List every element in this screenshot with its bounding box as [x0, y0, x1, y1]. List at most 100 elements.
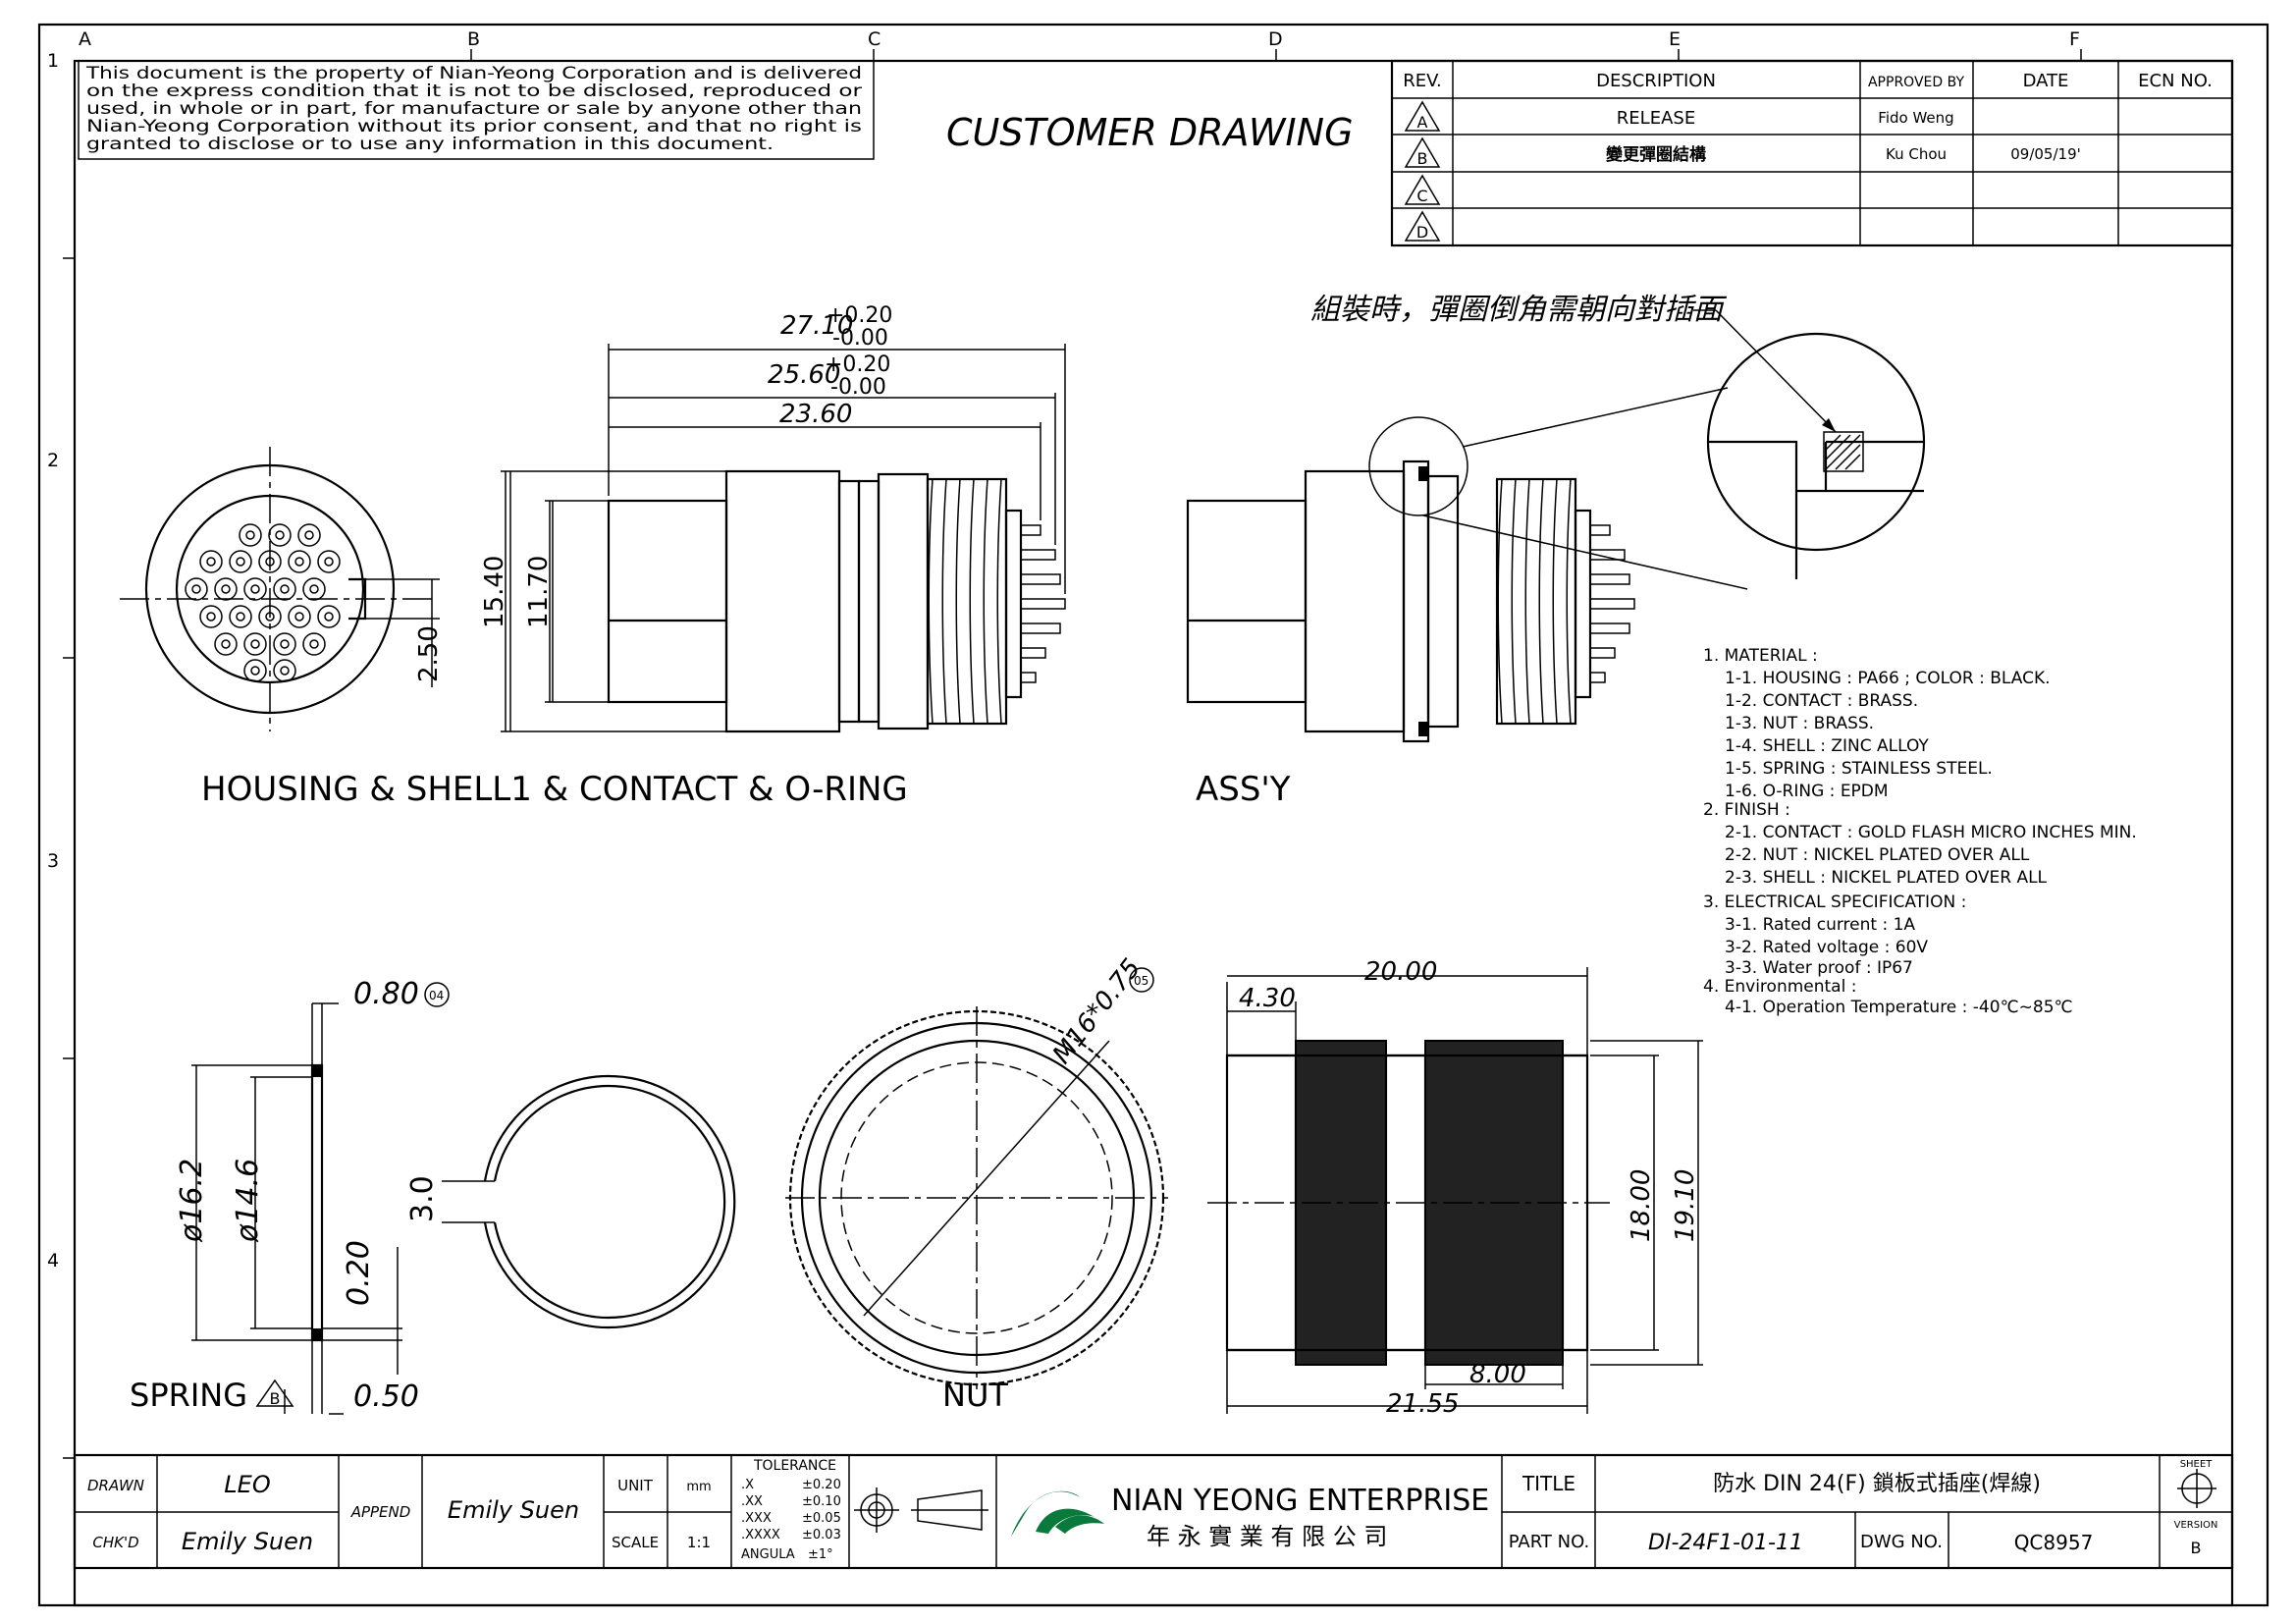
dim-nut-step: 4.30	[1239, 984, 1296, 1013]
tol-key: .XX	[741, 1494, 763, 1509]
spring-section-view	[191, 967, 1154, 1415]
append-value: Emily Suen	[448, 1496, 579, 1524]
col-letter-f: F	[2069, 28, 2080, 50]
col-letter-a: A	[79, 28, 91, 50]
tol-key: .XXXX	[741, 1528, 780, 1542]
col-letter-b: B	[467, 28, 480, 50]
chkd-value: Emily Suen	[182, 1528, 313, 1555]
tol-val: ±0.20	[802, 1478, 841, 1492]
drawing-type-title: CUSTOMER DRAWING	[946, 111, 1354, 154]
unit-label: UNIT	[617, 1477, 654, 1494]
housing-side-view	[501, 469, 1066, 733]
dim-d1: 27.10	[780, 311, 853, 341]
title-block	[73, 1453, 2234, 1570]
tol-key: .XXX	[741, 1511, 772, 1526]
col-letter-c: C	[868, 28, 881, 50]
rev-c-letter: C	[1416, 187, 1427, 205]
company-name-zh: 年 永 實 業 有 限 公 司	[1147, 1523, 1387, 1550]
sheet-label: SHEET	[2180, 1459, 2214, 1470]
rev-b-letter: B	[1417, 149, 1428, 168]
rev-row-a: A RELEASE Fido Weng	[1404, 100, 1954, 132]
tol-val: ±0.03	[802, 1528, 841, 1542]
dim-nut-len: 20.00	[1364, 957, 1437, 987]
rev-header-rev: REV.	[1403, 71, 1442, 91]
tol-val: ±0.05	[802, 1511, 841, 1526]
version-label: VERSION	[2174, 1520, 2218, 1531]
title-value: 防水 DIN 24(F) 鎖板式插座(焊線)	[1713, 1472, 2041, 1496]
tol-key: .X	[741, 1478, 754, 1492]
chkd-label: CHK'D	[92, 1534, 138, 1551]
spring-t-bubble: 04	[429, 989, 444, 1002]
tolerance-rows: .X ±0.20 .XX ±0.10 .XXX ±0.05 .XXXX ±0.0…	[741, 1478, 841, 1562]
note-line: 2-3. SHELL : NICKEL PLATED OVER ALL	[1725, 868, 2048, 888]
notice-box	[78, 60, 875, 160]
row-number-2: 2	[47, 450, 59, 471]
rev-row-d: D	[1404, 210, 1441, 242]
note-line: 1-1. HOUSING : PA66 ; COLOR : BLACK.	[1725, 669, 2051, 688]
drawing-frame	[37, 23, 2269, 1607]
note-line: 3. ELECTRICAL SPECIFICATION :	[1703, 893, 1966, 912]
thread-bubble: 05	[1134, 974, 1148, 988]
company-name-en: NIAN YEONG ENTERPRISE	[1111, 1484, 1489, 1518]
rev-b-approved: Ku Chou	[1886, 145, 1947, 163]
rev-triangle-icon	[1404, 210, 1441, 242]
rev-row-b: B 變更彈圈結構 Ku Chou 09/05/19'	[1404, 136, 2081, 168]
part-label: PART NO.	[1509, 1532, 1590, 1552]
dim-ring-gap: 3.0	[405, 1175, 440, 1222]
row-number-4: 4	[47, 1250, 59, 1271]
tol-val: ±1°	[808, 1547, 833, 1562]
notice-line-2: on the express condition that it is not …	[86, 81, 862, 101]
housing-front-view	[120, 447, 440, 731]
dim-spring-id: ø14.6	[231, 1159, 265, 1243]
rev-triangle-icon	[1404, 174, 1441, 205]
dim-nut-d2: 19.10	[1671, 1169, 1700, 1242]
rev-b-date: 09/05/19'	[2010, 145, 2081, 163]
rev-triangle-icon	[1404, 100, 1441, 132]
note-line: 2-1. CONTACT : GOLD FLASH MICRO INCHES M…	[1725, 823, 2137, 842]
dim-spring-od: ø16.2	[175, 1159, 209, 1243]
nut-view-label: NUT	[942, 1377, 1008, 1414]
scale-value: 1:1	[687, 1534, 711, 1551]
append-label: APPEND	[350, 1503, 411, 1521]
scale-label: SCALE	[612, 1534, 659, 1551]
notice-text: This document is the property of Nian-Ye…	[85, 64, 862, 154]
col-letter-e: E	[1669, 28, 1681, 50]
spring-view-label: SPRING	[130, 1377, 247, 1414]
note-line: 1. MATERIAL :	[1703, 646, 1818, 666]
rev-header-ecn: ECN NO.	[2138, 71, 2213, 91]
dim-nut-total: 21.55	[1386, 1389, 1459, 1419]
note-line: 2-2. NUT : NICKEL PLATED OVER ALL	[1725, 845, 2030, 865]
note-line: 3-1. Rated current : 1A	[1725, 915, 1915, 935]
note-line: 3-3. Water proof : IP67	[1725, 958, 1913, 978]
thread-lines	[928, 478, 1002, 725]
dim-d1-tol-up: +0.20	[827, 303, 892, 328]
dim-d2-tol-up: +0.20	[825, 352, 890, 377]
dim-h-inner: 11.70	[524, 556, 554, 628]
rev-header-approved: APPROVED BY	[1868, 75, 1964, 90]
dwg-value: QC8957	[2014, 1531, 2094, 1554]
notice-line-1: This document is the property of Nian-Ye…	[85, 64, 862, 83]
row-number-3: 3	[47, 850, 59, 872]
material-notes: 1. MATERIAL : 1-1. HOUSING : PA66 ; COLO…	[1703, 646, 2137, 1017]
dwg-label: DWG NO.	[1860, 1532, 1943, 1552]
housing-view-label: HOUSING & SHELL1 & CONTACT & O-RING	[201, 770, 908, 809]
housing-dimensions	[505, 344, 1066, 731]
notice-line-5: granted to disclose or to use any inform…	[86, 135, 774, 154]
revision-table	[1390, 59, 2234, 247]
note-line: 1-5. SPRING : STAINLESS STEEL.	[1725, 759, 1993, 779]
projection-cone-icon	[917, 1489, 983, 1531]
note-line: 2. FINISH :	[1703, 800, 1790, 820]
notice-line-3: used, in whole or in part, for manufactu…	[86, 99, 862, 119]
dim-nut-d1: 18.00	[1627, 1169, 1656, 1242]
rev-row-c: C	[1404, 174, 1441, 205]
bubble-04-icon	[424, 982, 450, 1007]
drawn-value: LEO	[224, 1471, 270, 1498]
spring-rev-letter: B	[270, 1389, 281, 1408]
dim-spring-gap: 0.20	[342, 1240, 376, 1306]
rev-a-approved: Fido Weng	[1878, 109, 1953, 127]
tol-val: ±0.10	[802, 1494, 841, 1509]
dim-d3: 23.60	[779, 400, 852, 429]
company-logo-icon	[1011, 1490, 1104, 1537]
rev-d-letter: D	[1416, 223, 1428, 242]
assy-side-view	[1186, 309, 1926, 743]
